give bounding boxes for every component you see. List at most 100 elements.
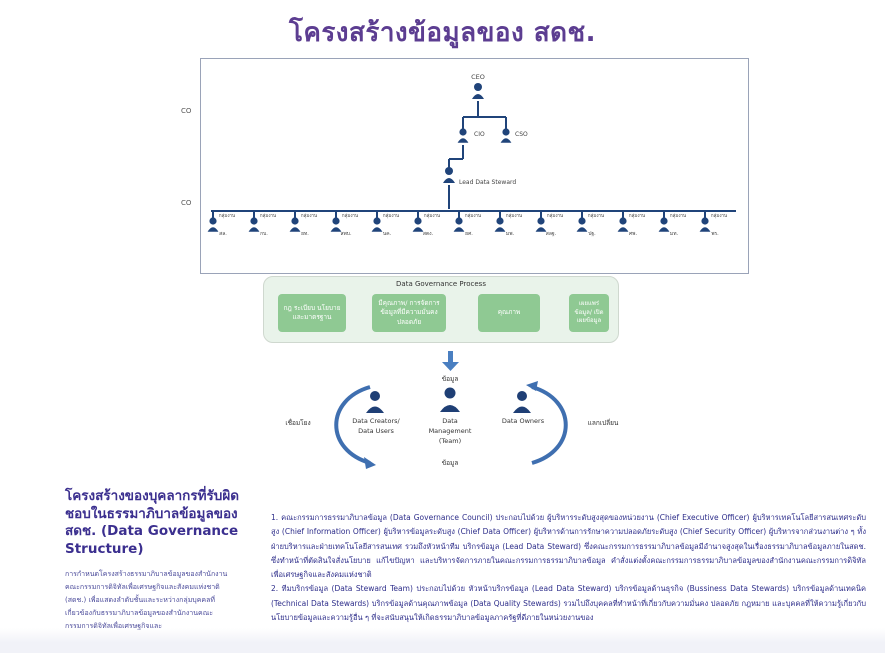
right-arc-arrow-icon (531, 385, 568, 465)
person-icon (517, 391, 527, 401)
org-label: มพ. (506, 231, 515, 237)
person-icon (453, 227, 465, 232)
person-icon (457, 138, 469, 143)
person-icon (472, 94, 484, 99)
person-icon (209, 217, 217, 225)
person-icon (444, 387, 456, 399)
org-label: กลุ่มงาน (506, 213, 522, 219)
person-icon (474, 83, 482, 91)
person-icon (289, 227, 301, 232)
person-icon (617, 227, 629, 232)
person-icon (459, 128, 467, 136)
process-box: คุณภาพ (478, 294, 540, 332)
org-label: Lead Data Steward (459, 179, 516, 186)
org-label: ศพ. (629, 231, 637, 237)
org-label: กลุ่มงาน (301, 213, 317, 219)
person-icon (445, 167, 453, 175)
person-icon (207, 227, 219, 232)
org-label: กลุ่มงาน (424, 213, 440, 219)
person-icon (248, 227, 260, 232)
org-label: กลุ่มงาน (711, 213, 727, 219)
person-icon (332, 217, 340, 225)
org-label: กลุ่มงาน (260, 213, 276, 219)
person-icon (494, 227, 506, 232)
person-icon (443, 178, 455, 183)
flow-label: เชื่อมโยง (285, 419, 311, 427)
org-label: สตง. (423, 231, 434, 237)
person-icon (658, 227, 670, 232)
person-icon (701, 217, 709, 225)
org-label: กลุ่มงาน (629, 213, 645, 219)
org-label: กบ. (260, 231, 268, 237)
org-label: กลุ่มงาน (465, 213, 481, 219)
process-title: Data Governance Process (396, 280, 486, 288)
data-cycle: ข้อมูล ข้อมูล เชื่อมโยง แลกเปลี่ยน Data … (270, 345, 630, 475)
org-label: สพบ. (340, 231, 352, 237)
left-panel: โครงสร้างของบุคลากรที่รับผิดชอบในธรรมาภิ… (65, 488, 240, 633)
flow-label: ข้อมูล (441, 459, 459, 467)
org-label: กลุ่มงาน (383, 213, 399, 219)
person-icon (250, 217, 258, 225)
person-icon (660, 217, 668, 225)
flow-label: แลกเปลี่ยน (587, 419, 619, 427)
person-icon (619, 217, 627, 225)
down-arrow-icon (442, 362, 459, 371)
role-label: Data Owners (501, 417, 545, 425)
person-icon (578, 217, 586, 225)
person-icon (502, 128, 510, 136)
paragraph-council: 1. คณะกรรมการธรรมาภิบาลข้อมูล (Data Gove… (271, 513, 866, 579)
org-chart-diagram: CEO CIO CSO Lead Data Steward สล. กลุ่มงานกบ.… (207, 73, 736, 237)
person-icon (330, 227, 342, 232)
person-icon (513, 406, 531, 413)
section-description: การกำหนดโครงสร้างธรรมาภิบาลข้อมูลของสำนั… (65, 570, 228, 630)
bottom-fade (0, 628, 885, 653)
org-label: กลุ่มงาน (588, 213, 604, 219)
person-icon (291, 217, 299, 225)
person-icon (371, 227, 383, 232)
org-label: ปฐ. (588, 231, 596, 237)
org-label: ยศ. (465, 231, 473, 237)
arrow-head-icon (526, 381, 538, 391)
org-label: CEO (471, 73, 485, 81)
org-label: สลฐ. (546, 231, 557, 237)
data-governance-process: Data Governance Process กฎ ระเบียบ นโยบา… (263, 276, 619, 343)
person-icon (537, 217, 545, 225)
person-icon (535, 227, 547, 232)
section-heading: โครงสร้างของบุคลากรที่รับผิดชอบในธรรมาภิ… (65, 488, 239, 557)
person-icon (414, 217, 422, 225)
flow-label: ข้อมูล (441, 375, 459, 383)
page-title: โครงสร้างข้อมูลของ สดช. (288, 18, 597, 48)
left-arc-arrow-icon (334, 385, 371, 465)
org-label: กลุ่มงาน (547, 213, 563, 219)
person-icon (373, 217, 381, 225)
org-label: CSO (515, 131, 528, 138)
process-box: มีคุณภาพ/ การจัดการข้อมูลที่มีความมั่นคง… (372, 294, 446, 332)
process-box: เผยแพร่ข้อมูล/ เปิดเผยข้อมูล (569, 294, 609, 332)
body-text: 1. คณะกรรมการธรรมาภิบาลข้อมูล (Data Gove… (271, 511, 866, 625)
org-label: นค. (383, 231, 392, 237)
level-label: CO (181, 199, 192, 207)
org-label: กลุ่มงาน (670, 213, 686, 219)
paragraph-steward-team: 2. ทีมบริกรข้อมูล (Data Steward Team) ปร… (271, 584, 866, 622)
person-icon (500, 138, 512, 143)
org-label: ยท. (301, 231, 309, 237)
role-label: Data Management (Team) (428, 417, 472, 445)
org-label: มท. (670, 231, 679, 237)
person-icon (455, 217, 463, 225)
down-arrow-icon (448, 351, 453, 363)
person-icon (370, 391, 380, 401)
person-icon (412, 227, 424, 232)
cycle-diagram (334, 351, 568, 469)
person-icon (699, 227, 711, 232)
level-label: CO (181, 107, 192, 115)
org-label: สล. (219, 231, 227, 237)
person-icon (496, 217, 504, 225)
process-box: กฎ ระเบียบ นโยบาย และมาตรฐาน (278, 294, 346, 332)
org-label: CIO (474, 131, 485, 138)
person-icon (576, 227, 588, 232)
org-label: พร. (711, 231, 719, 237)
org-label: กลุ่มงาน (219, 213, 235, 219)
arrow-head-icon (364, 457, 376, 469)
person-icon (440, 405, 460, 412)
person-icon (366, 406, 384, 413)
